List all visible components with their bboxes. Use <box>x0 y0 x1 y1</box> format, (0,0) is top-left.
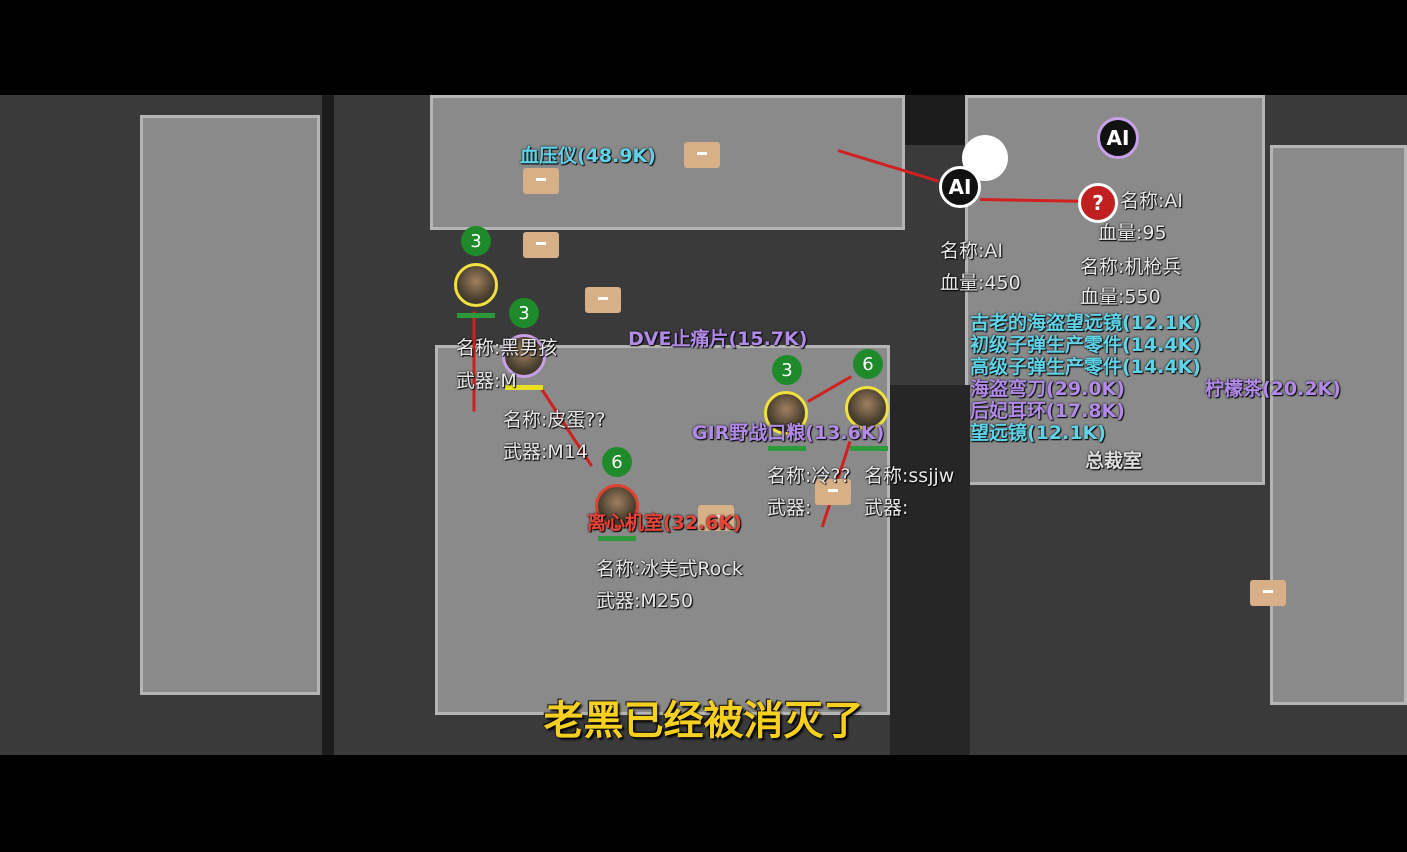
health-bar <box>768 446 806 451</box>
loot-label: DVE止痛片(15.7K) <box>628 328 808 350</box>
health-bar <box>505 385 543 390</box>
level-badge: 3 <box>461 226 491 256</box>
player-name: 名称:ssjjw <box>864 465 955 487</box>
loot-crate[interactable] <box>523 168 559 194</box>
player-name: 名称:皮蛋?? <box>503 409 606 431</box>
ai-enemy-marker[interactable]: AI <box>1097 117 1139 159</box>
ai-name: 名称:机枪兵 <box>1080 256 1182 278</box>
player-weapon: 武器:M14 <box>503 441 588 463</box>
player-avatar[interactable] <box>764 391 808 435</box>
loot-label: 古老的海盗望远镜(12.1K) <box>970 312 1201 334</box>
level-badge: 3 <box>772 355 802 385</box>
subtitle: 老黑已经被消灭了 <box>543 698 864 744</box>
health-bar <box>457 313 495 318</box>
player-avatar[interactable] <box>454 263 498 307</box>
player-avatar[interactable] <box>845 386 889 430</box>
loot-crate[interactable] <box>815 479 851 505</box>
loot-crate[interactable] <box>1250 580 1286 606</box>
unknown-enemy-marker[interactable]: ? <box>1078 183 1118 223</box>
radar-map <box>0 95 1407 755</box>
player-avatar[interactable] <box>502 334 546 378</box>
level-badge: 6 <box>602 447 632 477</box>
health-bar <box>598 536 636 541</box>
ai-name: 名称:AI <box>1120 190 1184 212</box>
loot-crate[interactable] <box>585 287 621 313</box>
room-loot-label: 离心机室(32.6K) <box>587 512 742 534</box>
loot-crate[interactable] <box>698 505 734 531</box>
loot-label: 初级子弹生产零件(14.4K) <box>970 334 1201 356</box>
player-name: 名称:冰美式Rock <box>596 558 743 580</box>
loot-crate[interactable] <box>523 232 559 258</box>
loot-crate[interactable] <box>684 142 720 168</box>
sight-line <box>472 311 476 412</box>
loot-label: 高级子弹生产零件(14.4K) <box>970 356 1201 378</box>
ai-enemy-marker[interactable]: AI <box>939 166 981 208</box>
player-avatar[interactable] <box>595 484 639 528</box>
level-badge: 6 <box>853 349 883 379</box>
loot-label: GIR野战口粮(13.6K) <box>692 422 885 444</box>
player-name: 名称:黑男孩 <box>456 337 558 359</box>
loot-label: 海盗弯刀(29.0K) <box>970 378 1125 400</box>
ai-hp: 血量:550 <box>1080 286 1161 308</box>
player-weapon: 武器:M <box>456 370 517 392</box>
level-badge: 3 <box>509 298 539 328</box>
room-label: 总裁室 <box>1085 450 1143 472</box>
loot-label: 望远镜(12.1K) <box>970 422 1106 444</box>
loot-label: 柠檬茶(20.2K) <box>1205 378 1341 400</box>
ai-hp: 血量:95 <box>1098 222 1167 244</box>
player-weapon: 武器: <box>767 497 812 519</box>
ai-name: 名称:AI <box>940 240 1004 262</box>
loot-label: 血压仪(48.9K) <box>520 145 656 167</box>
player-weapon: 武器: <box>864 497 909 519</box>
health-bar <box>850 446 888 451</box>
player-name: 名称:冷?? <box>767 465 851 487</box>
ai-hp: 血量:450 <box>940 272 1021 294</box>
player-weapon: 武器:M250 <box>596 590 694 612</box>
loot-label: 后妃耳环(17.8K) <box>970 400 1125 422</box>
